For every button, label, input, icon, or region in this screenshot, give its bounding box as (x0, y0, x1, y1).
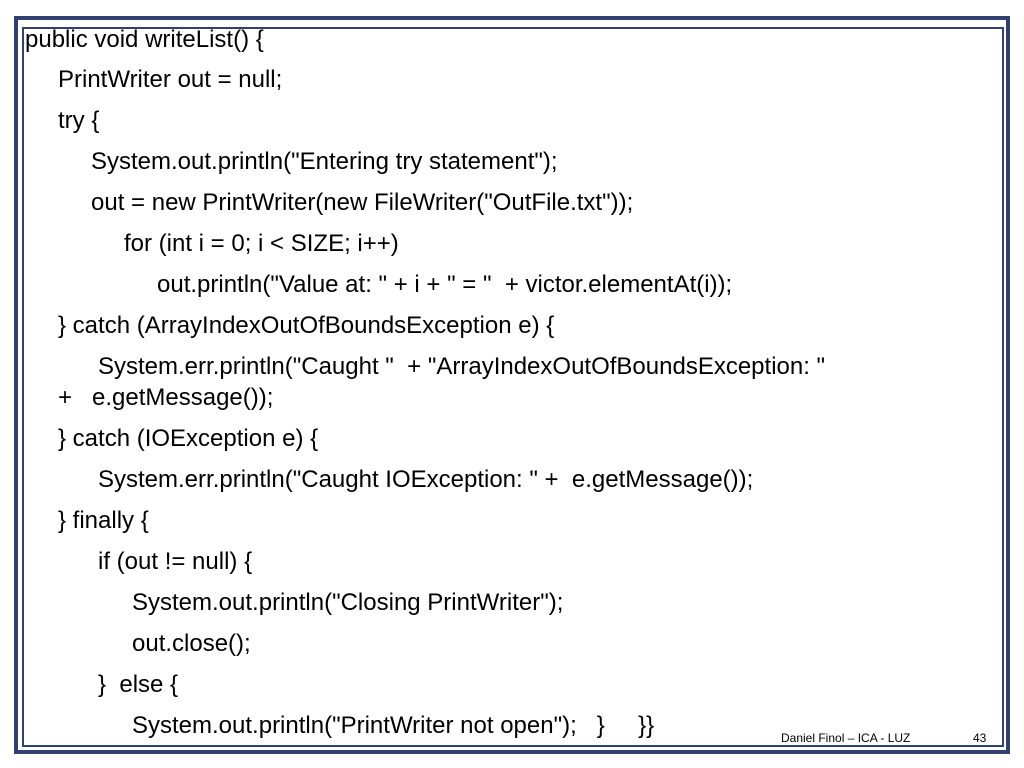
code-line: System.err.println("Caught " + "ArrayInd… (98, 353, 826, 380)
code-line: out = new PrintWriter(new FileWriter("Ou… (91, 189, 634, 216)
code-line: System.out.println("Entering try stateme… (91, 148, 558, 175)
code-line: out.close(); (132, 630, 251, 657)
code-line: PrintWriter out = null; (58, 66, 283, 93)
slide-inner-border (22, 27, 1004, 747)
code-line: System.out.println("PrintWriter not open… (132, 712, 655, 739)
code-line: for (int i = 0; i < SIZE; i++) (124, 230, 399, 257)
code-line: } else { (98, 671, 179, 698)
code-line: System.err.println("Caught IOException: … (98, 466, 754, 493)
code-line: if (out != null) { (98, 548, 253, 575)
code-line: System.out.println("Closing PrintWriter"… (132, 589, 564, 616)
code-line: } catch (IOException e) { (58, 425, 319, 452)
code-line: try { (58, 107, 100, 134)
code-line: + e.getMessage()); (58, 384, 274, 411)
code-line: out.println("Value at: " + i + " = " + v… (157, 271, 733, 298)
slide-outer-border (14, 16, 1010, 754)
code-line: } finally { (58, 507, 149, 534)
code-line: public void writeList() { (25, 26, 264, 53)
code-line: } catch (ArrayIndexOutOfBoundsException … (58, 312, 555, 339)
page-number: 43 (973, 731, 987, 745)
footer-author: Daniel Finol – ICA - LUZ (781, 731, 911, 745)
